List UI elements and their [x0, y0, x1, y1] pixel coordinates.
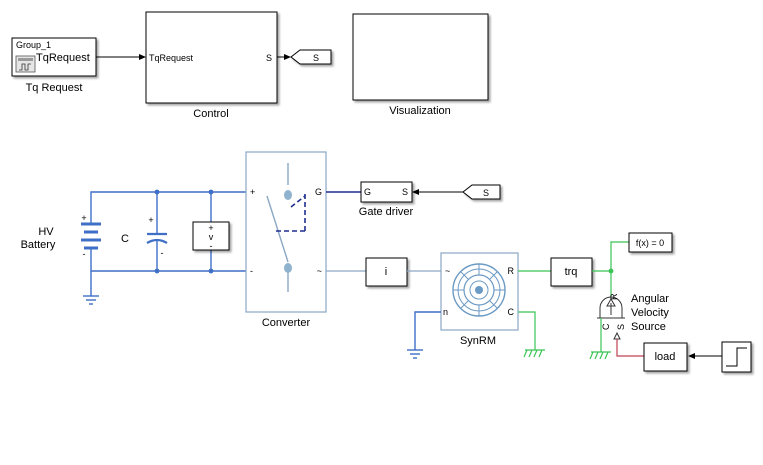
tq-request-inner-label: TqRequest: [36, 52, 90, 64]
synrm-c-port: C: [508, 307, 515, 317]
goto-s-text: S: [313, 53, 319, 63]
neutral-ground-icon: [407, 349, 423, 359]
positive-rail: [90, 191, 250, 217]
velocity-source-label-1: Angular: [631, 293, 669, 305]
converter-label: Converter: [262, 317, 311, 329]
step-icon: [726, 347, 747, 367]
vsensor-plus: +: [208, 223, 213, 233]
arrowhead-icon: [412, 189, 419, 195]
arrowhead-icon: [688, 353, 695, 359]
ps-port-arrow-icon: [613, 331, 621, 340]
converter-tilde-port: ~: [317, 266, 322, 276]
tq-request-label: Tq Request: [26, 82, 83, 94]
motor-icon: [452, 263, 506, 317]
solver-wire: [610, 241, 629, 271]
from-s-tag[interactable]: S: [462, 184, 501, 200]
velocity-source-s-port: S: [616, 324, 626, 330]
neutral-wire: [414, 311, 441, 350]
current-sensor-block[interactable]: i: [365, 257, 408, 287]
goto-s-tag[interactable]: S: [290, 49, 332, 65]
synrm-block[interactable]: ~ n R C: [440, 252, 519, 331]
torque-sensor-text: trq: [565, 266, 578, 278]
step-block[interactable]: [721, 341, 752, 373]
load-block[interactable]: load: [643, 342, 688, 372]
load-text: load: [655, 351, 676, 363]
load-ps-line: [616, 339, 644, 357]
hv-battery-label-1: HV: [38, 226, 54, 238]
tq-request-inner-title: Group_1: [16, 40, 51, 50]
case-wire: [518, 311, 536, 350]
arrowhead-icon: [284, 54, 291, 60]
svg-text:-: -: [83, 249, 86, 259]
gate-driver-g-port: G: [364, 187, 371, 197]
converter-plus-port: +: [250, 187, 255, 197]
signal-editor-icon: [15, 55, 36, 73]
hv-battery-icon[interactable]: + -: [81, 213, 101, 259]
battery-ground-icon: [83, 295, 99, 305]
solver-configuration-block[interactable]: f(x) = 0: [628, 232, 673, 253]
torque-sensor-block[interactable]: trq: [550, 257, 593, 287]
control-out-port: S: [266, 53, 272, 63]
control-block[interactable]: TqRequest S: [145, 11, 278, 104]
velocity-source-label-2: Velocity: [631, 307, 669, 319]
converter-minus-port: -: [250, 266, 253, 276]
control-in-port: TqRequest: [149, 53, 194, 63]
angular-velocity-source-icon[interactable]: R C S: [597, 293, 626, 340]
current-sensor-text: i: [385, 266, 387, 278]
capacitor-icon[interactable]: + -: [146, 192, 168, 271]
synrm-label: SynRM: [460, 335, 496, 347]
from-s-text: S: [483, 188, 489, 198]
switch-icon: [266, 163, 306, 292]
synrm-n-port: n: [443, 307, 448, 317]
solver-text: f(x) = 0: [636, 238, 664, 248]
gate-driver-s-port: S: [402, 187, 408, 197]
gate-driver-block[interactable]: G S: [360, 181, 413, 203]
converter-g-port: G: [315, 187, 322, 197]
capacitor-label: C: [121, 233, 129, 245]
velocity-mechanical-reference-icon: [589, 351, 611, 360]
velocity-source-c-port: C: [601, 323, 611, 330]
svg-text:+: +: [81, 213, 86, 223]
velocity-source-label-3: Source: [631, 321, 666, 333]
negative-rail: [90, 255, 250, 272]
arrowhead-icon: [139, 54, 146, 60]
mechanical-reference-icon: [523, 349, 545, 358]
vsensor-v: v: [209, 232, 214, 242]
gate-driver-label: Gate driver: [359, 206, 414, 218]
control-label: Control: [193, 108, 228, 120]
capacitor-plus: +: [148, 215, 153, 225]
tq-request-block[interactable]: Group_1 TqRequest: [11, 37, 97, 77]
capacitor-minus: -: [161, 248, 164, 258]
synrm-tilde-port: ~: [445, 266, 450, 276]
voltage-sensor-block[interactable]: + v -: [192, 221, 230, 251]
vsensor-minus: -: [210, 241, 213, 251]
synrm-r-port: R: [508, 266, 515, 276]
visualization-label: Visualization: [389, 105, 451, 117]
visualization-block[interactable]: [352, 13, 489, 101]
hv-battery-label-2: Battery: [21, 239, 56, 251]
converter-block[interactable]: + - G ~: [245, 151, 327, 313]
velocity-source-r-port: R: [609, 293, 619, 300]
